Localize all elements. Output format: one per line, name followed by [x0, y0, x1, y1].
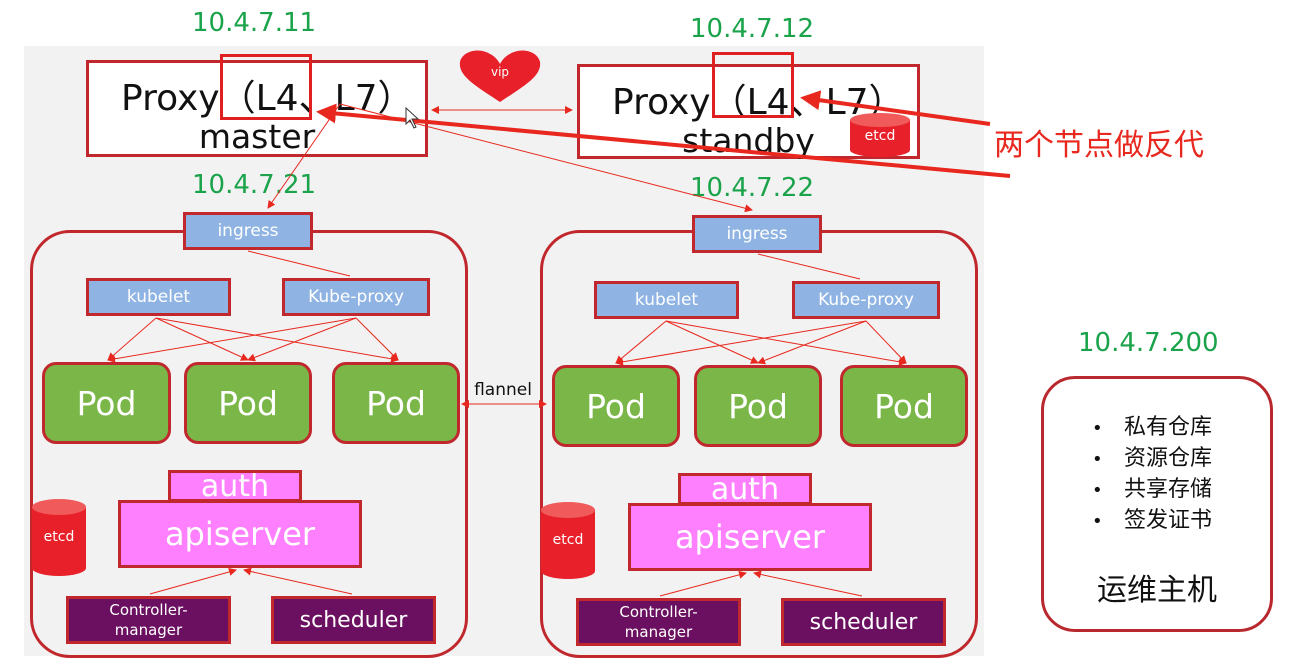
ops-item-private-registry: 私有仓库	[1092, 413, 1212, 444]
node1-etcd-icon: etcd	[30, 498, 88, 578]
ops-host-box: 私有仓库 资源仓库 共享存储 签发证书 运维主机	[1041, 376, 1273, 632]
master-l4-highlight	[220, 54, 312, 120]
node1-pod-2: Pod	[184, 362, 312, 444]
flannel-label: flannel	[474, 380, 532, 400]
node2-ip: 10.4.7.22	[690, 173, 815, 203]
ops-host-list: 私有仓库 资源仓库 共享存储 签发证书	[1092, 413, 1212, 537]
standby-etcd-icon: etcd	[848, 112, 912, 158]
standby-l4-highlight	[712, 52, 794, 118]
node2-auth: auth	[678, 472, 812, 507]
node1-controller-manager: Controller- manager	[66, 596, 231, 644]
node1-ip: 10.4.7.21	[192, 170, 317, 200]
node2-pod-3: Pod	[840, 365, 968, 447]
master-proxy-box: Proxy（L4、L7） master	[86, 60, 428, 157]
node2-scheduler: scheduler	[781, 598, 946, 646]
annotation-text: 两个节点做反代	[994, 128, 1204, 163]
vip-heart-icon: vip	[456, 48, 544, 104]
node1-scheduler: scheduler	[271, 596, 436, 644]
node2-pod-2: Pod	[694, 365, 822, 447]
standby-etcd-label: etcd	[864, 128, 896, 144]
node2-kubelet: kubelet	[594, 281, 739, 319]
cursor-icon	[405, 106, 420, 129]
master-to-node1-ingress	[267, 103, 341, 209]
annotation-arrow-standby	[800, 90, 991, 126]
node1-kube-proxy: Kube-proxy	[282, 278, 430, 316]
master-proxy-l7: L7）	[334, 78, 414, 119]
node1-ingress: ingress	[183, 212, 313, 250]
annotation-arrow-master	[316, 103, 1011, 178]
ops-ip: 10.4.7.200	[1078, 328, 1219, 358]
node1-apiserver: apiserver	[118, 500, 362, 568]
standby-proxy-label: Proxy	[612, 82, 711, 123]
ops-item-certificates: 签发证书	[1092, 506, 1212, 537]
ops-item-resource-repo: 资源仓库	[1092, 444, 1212, 475]
standby-ip: 10.4.7.12	[690, 14, 815, 44]
node2-kube-proxy: Kube-proxy	[792, 281, 940, 319]
node1-pod-1: Pod	[42, 362, 171, 444]
master-proxy-l4: （L4、	[219, 78, 335, 119]
node2-apiserver: apiserver	[628, 503, 872, 571]
vip-label: vip	[490, 65, 510, 79]
node1-kubelet: kubelet	[86, 278, 231, 316]
node1-pod-3: Pod	[332, 362, 460, 444]
master-ip: 10.4.7.11	[192, 8, 317, 38]
node2-etcd-icon: etcd	[539, 501, 597, 581]
master-proxy-label: Proxy	[121, 78, 220, 119]
node2-etcd-label: etcd	[552, 532, 584, 548]
node2-controller-manager: Controller- manager	[576, 598, 741, 646]
ops-host-title: 运维主机	[1097, 573, 1217, 608]
master-role: master	[198, 117, 316, 156]
ops-item-shared-storage: 共享存储	[1092, 475, 1212, 506]
node1-etcd-label: etcd	[43, 529, 75, 545]
node2-pod-1: Pod	[552, 365, 680, 447]
node2-ingress: ingress	[692, 215, 822, 253]
